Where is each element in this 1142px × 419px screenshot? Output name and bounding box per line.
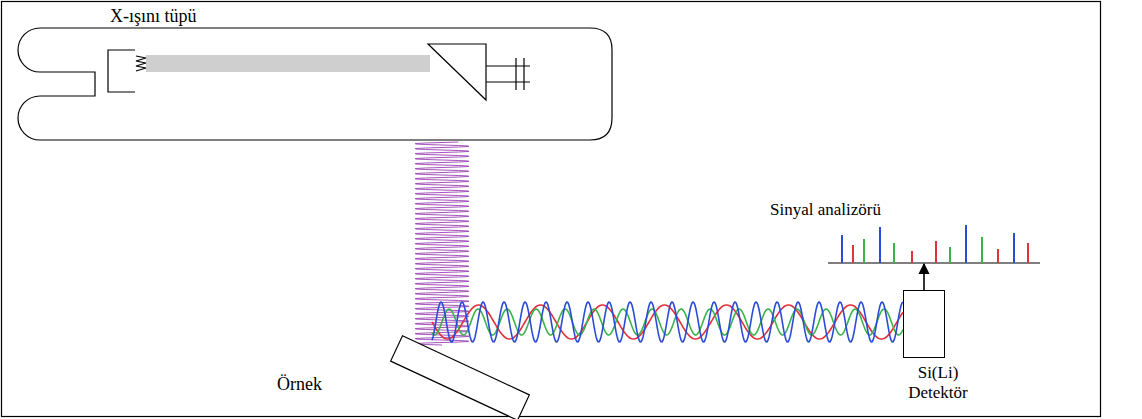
tube-outline	[10, 28, 613, 140]
spectrum-peak	[1013, 233, 1015, 263]
spectrum-peak	[949, 247, 951, 263]
label-text: Sinyal analizörü	[770, 200, 881, 220]
electron-beam	[146, 55, 430, 72]
spectrum-peak	[965, 225, 967, 263]
label-text: X-ışını tüpü	[110, 6, 197, 27]
cathode-cup	[108, 50, 135, 92]
label-text: Si(Li) Detektör	[892, 363, 984, 402]
spectrum-peak	[841, 235, 843, 263]
sample-plate	[391, 336, 530, 419]
spectrum-peak	[1027, 243, 1029, 263]
label-text: Örnek	[277, 374, 322, 395]
spectrum-peak	[981, 237, 983, 263]
spectrum-peak	[997, 249, 999, 263]
tube-envelope	[18, 28, 612, 140]
filament	[136, 56, 146, 71]
spectrum-peak	[879, 227, 881, 263]
detector-box: Si(Li) Detektör	[903, 290, 945, 358]
wave	[432, 302, 903, 342]
beam-wave	[415, 142, 468, 345]
anode-terminal	[486, 58, 530, 90]
spectrum	[828, 225, 1040, 263]
spectrum-peak	[935, 241, 937, 263]
sample-outline	[385, 318, 545, 418]
arrow-connector	[923, 264, 925, 290]
fluorescence-waves	[432, 302, 903, 342]
spectrum-peak	[852, 245, 854, 263]
frame	[2, 2, 1101, 417]
sample: Örnek	[385, 318, 545, 418]
signal-analyzer: Sinyal analizörü	[765, 200, 1045, 264]
tube-internals	[108, 44, 530, 100]
primary-xray-beam	[415, 142, 468, 345]
xray-tube: X-ışını tüpü	[10, 28, 613, 140]
spectrum-peak	[863, 239, 865, 263]
spectrum-peak	[893, 243, 895, 263]
spectrum-axis	[828, 262, 1040, 263]
anode	[428, 44, 486, 100]
spectrum-peak	[911, 251, 913, 263]
